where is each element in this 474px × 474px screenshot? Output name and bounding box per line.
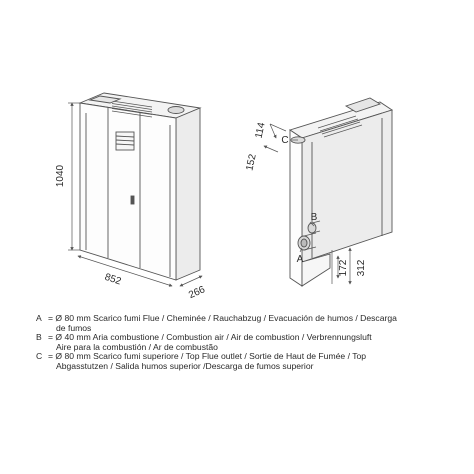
- stove-rear-view: [288, 97, 394, 287]
- technical-drawing: 1040 852 266: [55, 92, 394, 301]
- rear-view-dimensions: [263, 123, 352, 285]
- legend-line: = Ø 40 mm Aria combustione / Combustion …: [48, 332, 372, 343]
- legend-line: Abgasstutzen / Salida humos superior /De…: [56, 360, 314, 371]
- legend-item-a: A = Ø 80 mm Scarico fumi Flue / Cheminée…: [36, 313, 446, 333]
- legend-line: = Ø 80 mm Scarico fumi Flue / Cheminée /…: [48, 313, 397, 323]
- legend-line: = Ø 80 mm Scarico fumi superiore / Top F…: [48, 351, 367, 362]
- side-offset-dim-label: 152: [244, 153, 258, 172]
- stove-front-view: [78, 92, 202, 281]
- front-view-dimensions: [68, 102, 203, 287]
- callout-a-label: A: [297, 254, 304, 265]
- width-dim-label: 852: [103, 272, 123, 288]
- legend-line: Aire para la combustión / Ar de combustã…: [56, 341, 218, 352]
- top-offset-dim-label: 114: [254, 121, 268, 139]
- rear-top-grille: [317, 115, 363, 138]
- legend-key: C: [36, 351, 43, 362]
- legend-line: de fumos: [56, 322, 92, 333]
- legend-item-b: B = Ø 40 mm Aria combustione / Combustio…: [36, 332, 446, 352]
- legend-item-c: C = Ø 80 mm Scarico fumi superiore / Top…: [36, 352, 446, 371]
- door-handle: [130, 195, 135, 205]
- lower-dim-172-label: 172: [338, 259, 349, 276]
- depth-dim-label: 266: [187, 284, 207, 301]
- front-top-grille: [111, 100, 153, 118]
- connection-legend: A = Ø 80 mm Scarico fumi Flue / Cheminée…: [36, 313, 446, 372]
- legend-key: A: [36, 313, 42, 323]
- combustion-air-pipe: [307, 220, 321, 234]
- front-top-flue-outlet: [167, 106, 185, 114]
- lower-dim-312-label: 312: [356, 259, 367, 276]
- flue-pipe: [297, 232, 317, 251]
- callout-c-label: C: [281, 135, 288, 146]
- callout-b-label: B: [311, 212, 318, 223]
- height-dim-label: 1040: [55, 164, 66, 187]
- legend-key: B: [36, 332, 42, 343]
